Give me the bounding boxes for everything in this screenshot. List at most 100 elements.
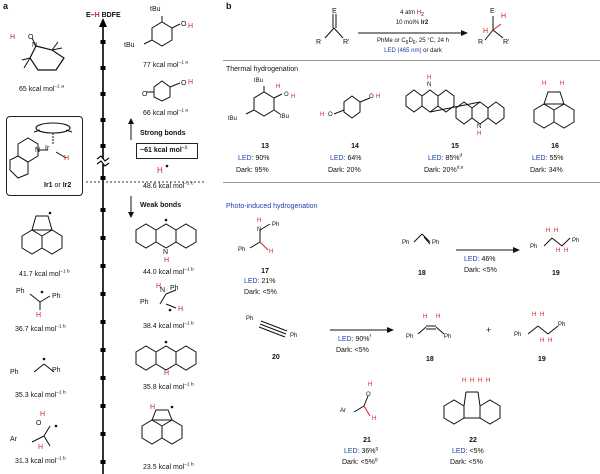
amine-h2: H	[178, 306, 184, 313]
cmpd17-structure	[249, 223, 271, 251]
acenaph-bdfe: 41.7 kcal mol–1 b	[19, 269, 70, 278]
photo-title: Photo-induced hydrogenation	[226, 203, 318, 210]
alkoxy-radical-structure	[31, 424, 58, 447]
cmpd19a-h1: H	[546, 228, 551, 234]
divider-mid	[223, 182, 600, 183]
cmpd16-h2: H	[560, 81, 565, 87]
cmpd13-tbu3: tBu	[280, 114, 290, 120]
product-r: R	[478, 39, 484, 46]
cmpd18b-h2: H	[436, 314, 441, 320]
reaction1-arrow	[456, 247, 520, 253]
cmpd13-h2: H	[276, 84, 281, 90]
bdfe-axis	[96, 18, 110, 474]
panel-a-label: a	[3, 1, 9, 11]
tempoh-n-label: N	[32, 42, 38, 49]
reaction1-led: LED: 46%	[464, 256, 496, 263]
threshold-box	[136, 143, 198, 159]
hatom-bdfe: 48.6 kcal mol–1 c	[143, 181, 194, 190]
acridine-bdfe: 44.0 kcal mol–1 b	[143, 267, 194, 276]
thermal-title: Thermal hydrogenation	[226, 66, 298, 73]
semiquinone-h: H	[188, 79, 194, 86]
acenaph-radical-structure	[21, 211, 63, 255]
cmpd17-ph1: Ph	[272, 222, 280, 228]
stilbyl-ph1: Ph	[16, 288, 25, 295]
weak-bonds-label: Weak bonds	[140, 202, 182, 209]
panel-b-label: b	[226, 1, 232, 11]
catalyst-n-label: N	[35, 147, 41, 154]
cmpd19b-h3: H	[540, 338, 545, 344]
amine-radical-structure	[159, 289, 177, 312]
cmpd16-h1: H	[542, 81, 547, 87]
stilbyl-h: H	[36, 312, 42, 319]
alkoxy-h2: H	[38, 444, 44, 451]
alkoxy-bdfe: 31.3 kcal mol–1 b	[15, 456, 66, 465]
cmpd18b-num: 18	[426, 356, 434, 363]
cmpd22-dark: Dark: <5%	[450, 459, 483, 466]
cmpd15-structure	[405, 89, 505, 125]
strong-bonds-arrow	[128, 118, 134, 140]
reaction2-dark: Dark: <5%	[336, 347, 369, 354]
amine-n: N	[160, 287, 166, 294]
amine-bdfe: 38.4 kcal mol–1 b	[143, 321, 194, 330]
tempoh-structure	[21, 37, 65, 71]
cmpd20-ph2: Ph	[290, 333, 298, 339]
bibenzyl-ph2: Ph	[52, 367, 61, 374]
cmpd19a-h3: H	[556, 248, 561, 254]
cmpd21-structure	[353, 395, 371, 417]
cmpd19b-ph2: Ph	[558, 322, 566, 328]
cmpd19a-num: 19	[552, 270, 560, 277]
dha-bdfe: 35.8 kcal mol–1 b	[143, 382, 194, 391]
tempoh-h-label: H	[10, 34, 16, 41]
cmpd22-num: 22	[469, 437, 477, 444]
strong-bonds-label: Strong bonds	[140, 130, 186, 137]
threshold-label: ~61 kcal mol–1	[140, 145, 188, 154]
cmpd17-led: LED: 21%	[244, 278, 276, 285]
cmpd14-led: LED: 64%	[330, 155, 362, 162]
cmpd14-h1: H	[320, 112, 325, 118]
conditions-line4: LED (465 nm) or dark	[384, 48, 442, 54]
cmpd17-dark: Dark: <5%	[244, 289, 277, 296]
cmpd13-o: O	[284, 92, 289, 98]
cmpd14-dark: Dark: 20%	[328, 167, 361, 174]
cmpd21-h2: H	[372, 416, 377, 422]
catalyst-structure	[9, 122, 73, 179]
bibenzyl-radical-structure	[33, 357, 55, 373]
cmpd13-num: 13	[261, 143, 269, 150]
cmpd17-n: N	[257, 227, 262, 233]
cmpd21-num: 21	[363, 437, 371, 444]
cmpd15-h1: H	[427, 75, 432, 81]
cmpd20-ph1: Ph	[246, 316, 254, 322]
alkoxy-o: O	[36, 420, 42, 427]
substrate-e: E	[332, 8, 337, 15]
dhp-h: H	[150, 404, 156, 411]
cmpd17-h1: H	[257, 218, 262, 224]
axis-title: E–H BDFE	[86, 12, 121, 19]
cmpd18b-structure	[417, 325, 445, 335]
cmpd18a-num: 18	[418, 270, 426, 277]
reaction2-plus: +	[486, 325, 492, 335]
hatom-h: H	[157, 166, 163, 175]
cmpd17-ph2: Ph	[238, 247, 246, 253]
cmpd19a-ph1: Ph	[530, 244, 538, 250]
phenol-h: H	[188, 23, 194, 30]
cmpd22-h4: H	[486, 378, 491, 384]
bibenzyl-bdfe: 35.3 kcal mol–1 b	[15, 390, 66, 399]
cmpd19a-h4: H	[564, 248, 569, 254]
phenol-o: O	[181, 21, 187, 28]
reaction1-dark: Dark: <5%	[464, 267, 497, 274]
main-reaction-arrow	[358, 30, 468, 36]
semiquinone-bdfe: 66 kcal mol–1 a	[143, 108, 188, 117]
cmpd15-num: 15	[451, 143, 459, 150]
cmpd18b-ph2: Ph	[444, 334, 452, 340]
cmpd15-h2: H	[477, 131, 482, 137]
cmpd14-num: 14	[351, 143, 359, 150]
catalyst-ir-label: Ir	[45, 145, 50, 152]
cmpd13-dark: Dark: 95%	[236, 167, 269, 174]
product-structure	[484, 16, 504, 41]
cmpd13-tbu1: tBu	[254, 78, 264, 84]
phenol-structure	[143, 16, 181, 47]
substrate-r: R	[316, 39, 322, 46]
stilbyl-ph2: Ph	[52, 293, 61, 300]
stilbyl-radical-structure	[29, 290, 51, 310]
hatom-dot	[165, 164, 169, 168]
